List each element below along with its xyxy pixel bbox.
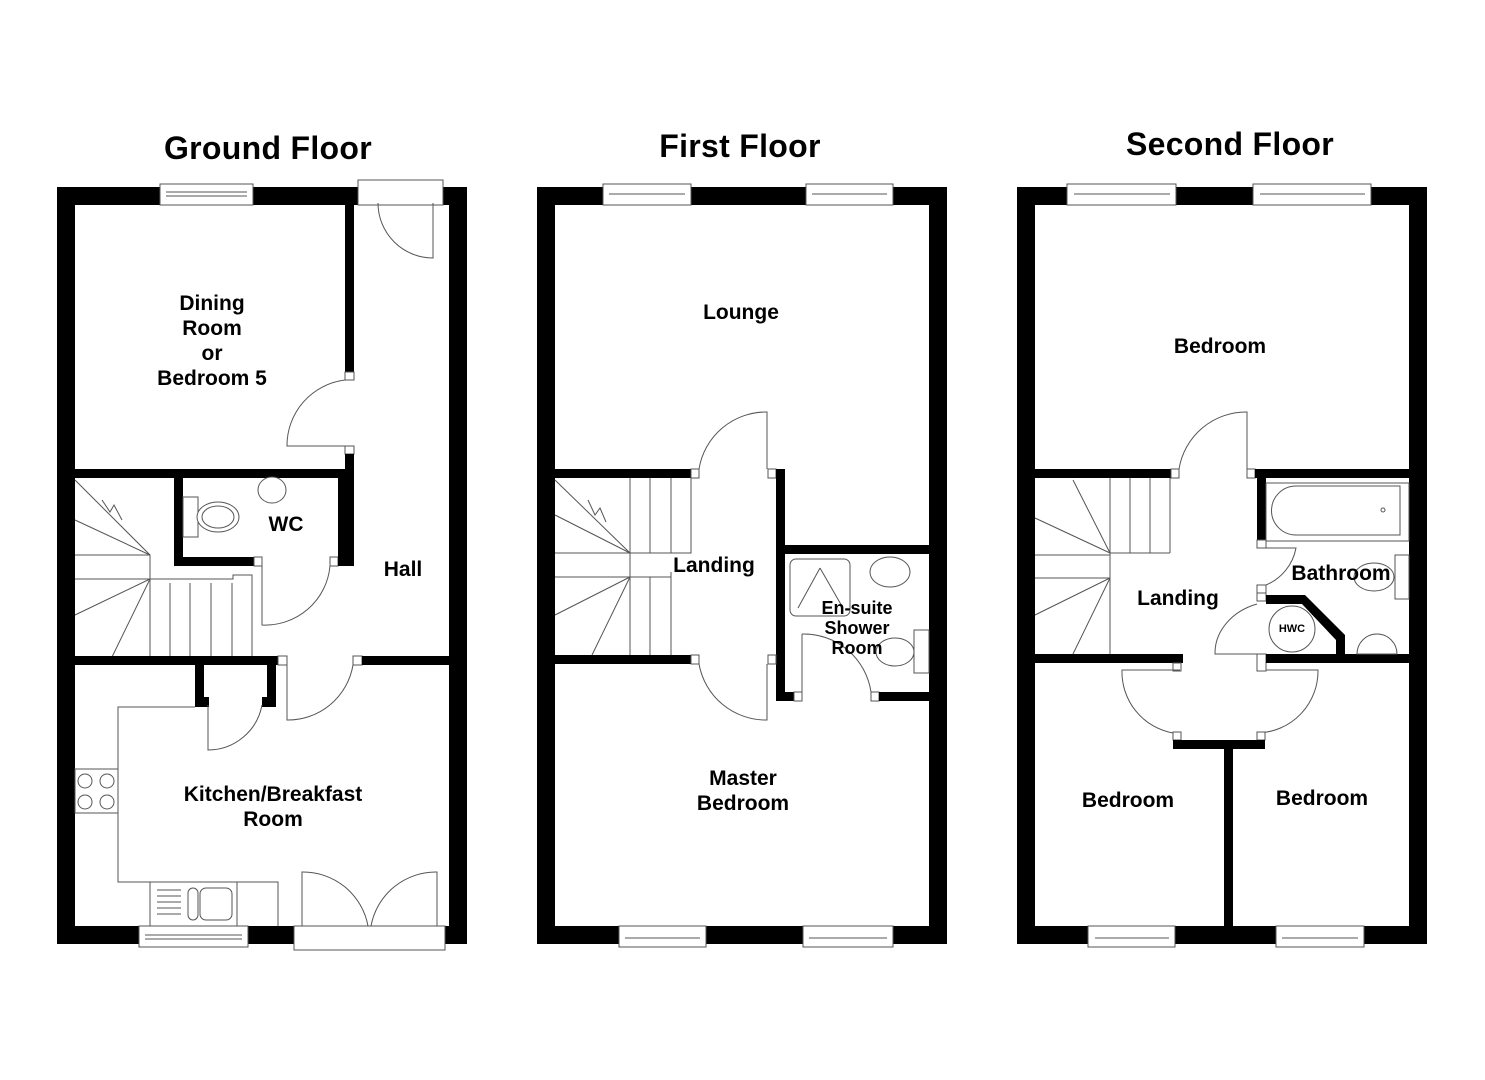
toilet-icon [875, 629, 930, 674]
toilet-icon [1353, 554, 1410, 600]
ground-floor-plan [57, 179, 467, 951]
window [1252, 183, 1372, 206]
window [138, 925, 249, 948]
window [602, 183, 692, 206]
staircase [1034, 478, 1171, 655]
room-label-lounge: Lounge [703, 301, 779, 324]
window [159, 183, 254, 206]
room-label-master-bedroom: Master Bedroom [696, 767, 790, 815]
bath-icon [1265, 482, 1410, 542]
room-label-dining-room: Dining Room or Bedroom 5 [157, 292, 267, 390]
window [802, 925, 894, 948]
sink-icon [149, 882, 238, 926]
window [1066, 183, 1177, 206]
basin-icon [1356, 633, 1398, 655]
room-label-hwc: HWC [1278, 623, 1306, 635]
room-label-bedroom-left: Bedroom [1081, 789, 1175, 812]
staircase [74, 479, 253, 658]
room-label-ensuite: En-suite Shower Room [821, 598, 893, 658]
shower-tray-icon [789, 558, 851, 617]
room-label-landing-2: Landing [1137, 587, 1219, 610]
hwc-cylinder [1268, 605, 1316, 653]
room-label-landing: Landing [673, 554, 755, 577]
hob-icon [74, 768, 119, 814]
room-label-wc: WC [268, 513, 304, 536]
patio-doors [293, 871, 446, 951]
window [805, 183, 894, 206]
second-floor-plan [1017, 183, 1427, 948]
window [1275, 925, 1365, 948]
staircase [554, 478, 692, 656]
toilet-icon [182, 496, 240, 538]
room-label-hall: Hall [383, 558, 423, 581]
basin-icon [257, 476, 287, 504]
room-label-bathroom: Bathroom [1291, 562, 1391, 585]
floor-title-first: First Floor [659, 128, 821, 164]
front-door [357, 179, 444, 259]
room-label-bedroom-right: Bedroom [1275, 787, 1369, 810]
first-floor-plan [537, 183, 947, 948]
room-label-bedroom-top: Bedroom [1173, 335, 1267, 358]
floor-title-second: Second Floor [1125, 126, 1335, 162]
window [618, 925, 707, 948]
basin-icon [869, 556, 911, 588]
window [1087, 925, 1176, 948]
room-label-kitchen: Kitchen/Breakfast Room [183, 783, 363, 831]
floor-title-ground: Ground Floor [163, 130, 372, 166]
